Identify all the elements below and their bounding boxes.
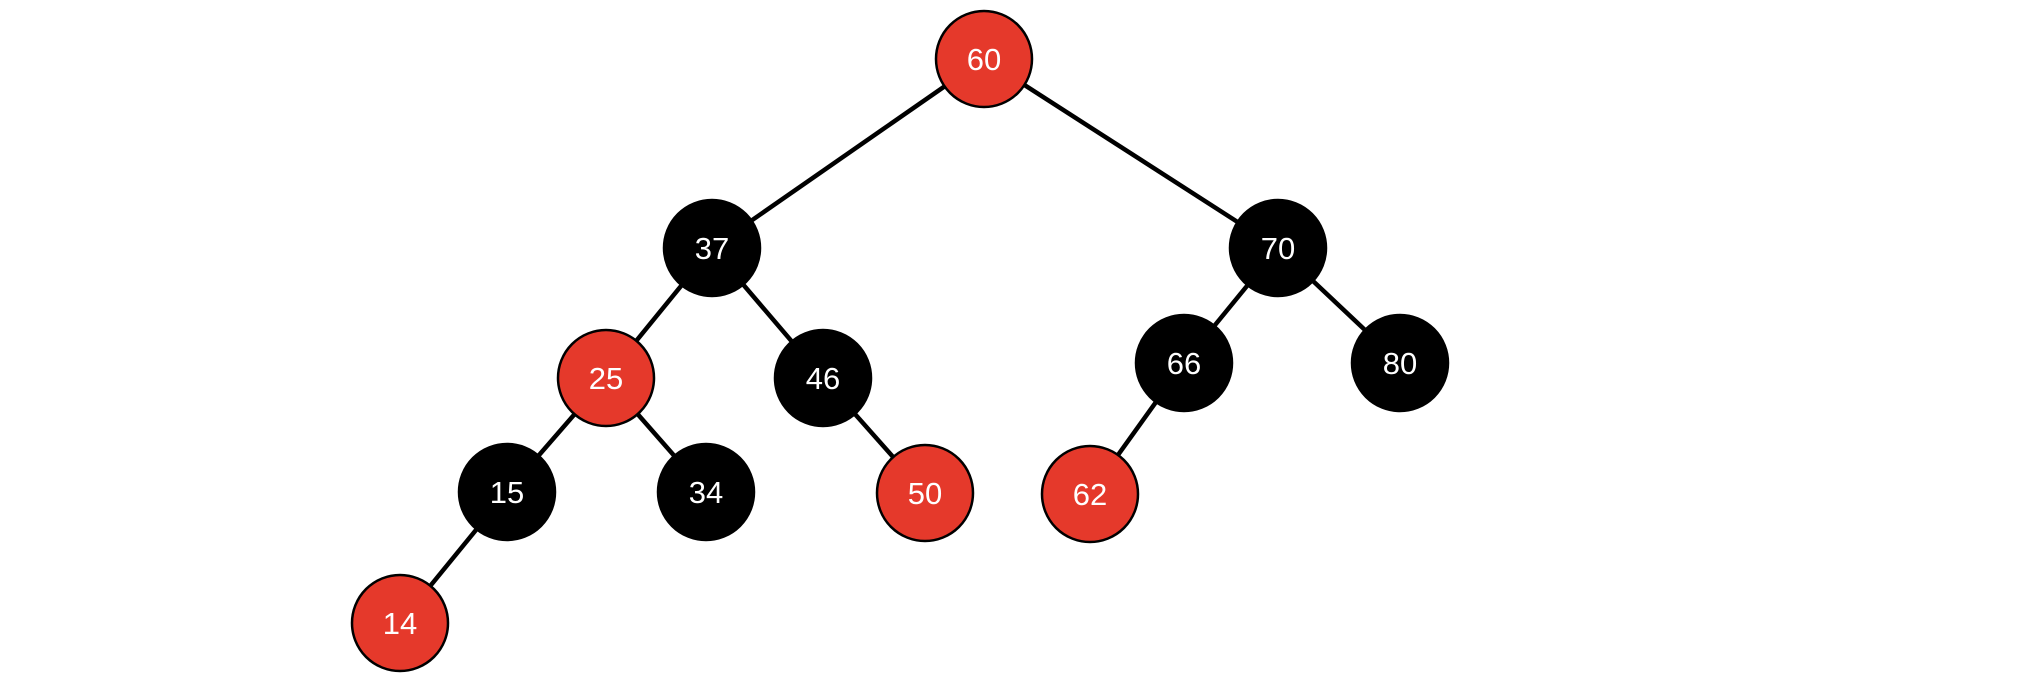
tree-node-37: 37 (662, 198, 762, 298)
tree-node-80: 80 (1350, 313, 1450, 413)
tree-node-circle-black (662, 198, 762, 298)
tree-node-46: 46 (773, 328, 873, 428)
tree-node-15: 15 (457, 442, 557, 542)
tree-node-34: 34 (656, 442, 756, 542)
tree-node-circle-black (1228, 198, 1328, 298)
tree-node-circle-red (556, 328, 656, 428)
tree-node-66: 66 (1134, 313, 1234, 413)
tree-node-62: 62 (1040, 444, 1140, 544)
tree-node-60: 60 (934, 9, 1034, 109)
tree-node-50: 50 (875, 443, 975, 543)
tree-node-circle-red (350, 573, 450, 673)
tree-node-circle-black (457, 442, 557, 542)
tree-node-circle-red (1040, 444, 1140, 544)
tree-edge-60-70 (982, 57, 1280, 250)
tree-node-circle-black (773, 328, 873, 428)
tree-node-circle-black (1350, 313, 1450, 413)
tree-node-circle-black (1134, 313, 1234, 413)
tree-edge-60-37 (710, 57, 986, 250)
tree-node-14: 14 (350, 573, 450, 673)
tree-node-circle-red (875, 443, 975, 543)
tree-node-70: 70 (1228, 198, 1328, 298)
tree-node-circle-black (656, 442, 756, 542)
tree-node-circle-red (934, 9, 1034, 109)
tree-node-25: 25 (556, 328, 656, 428)
